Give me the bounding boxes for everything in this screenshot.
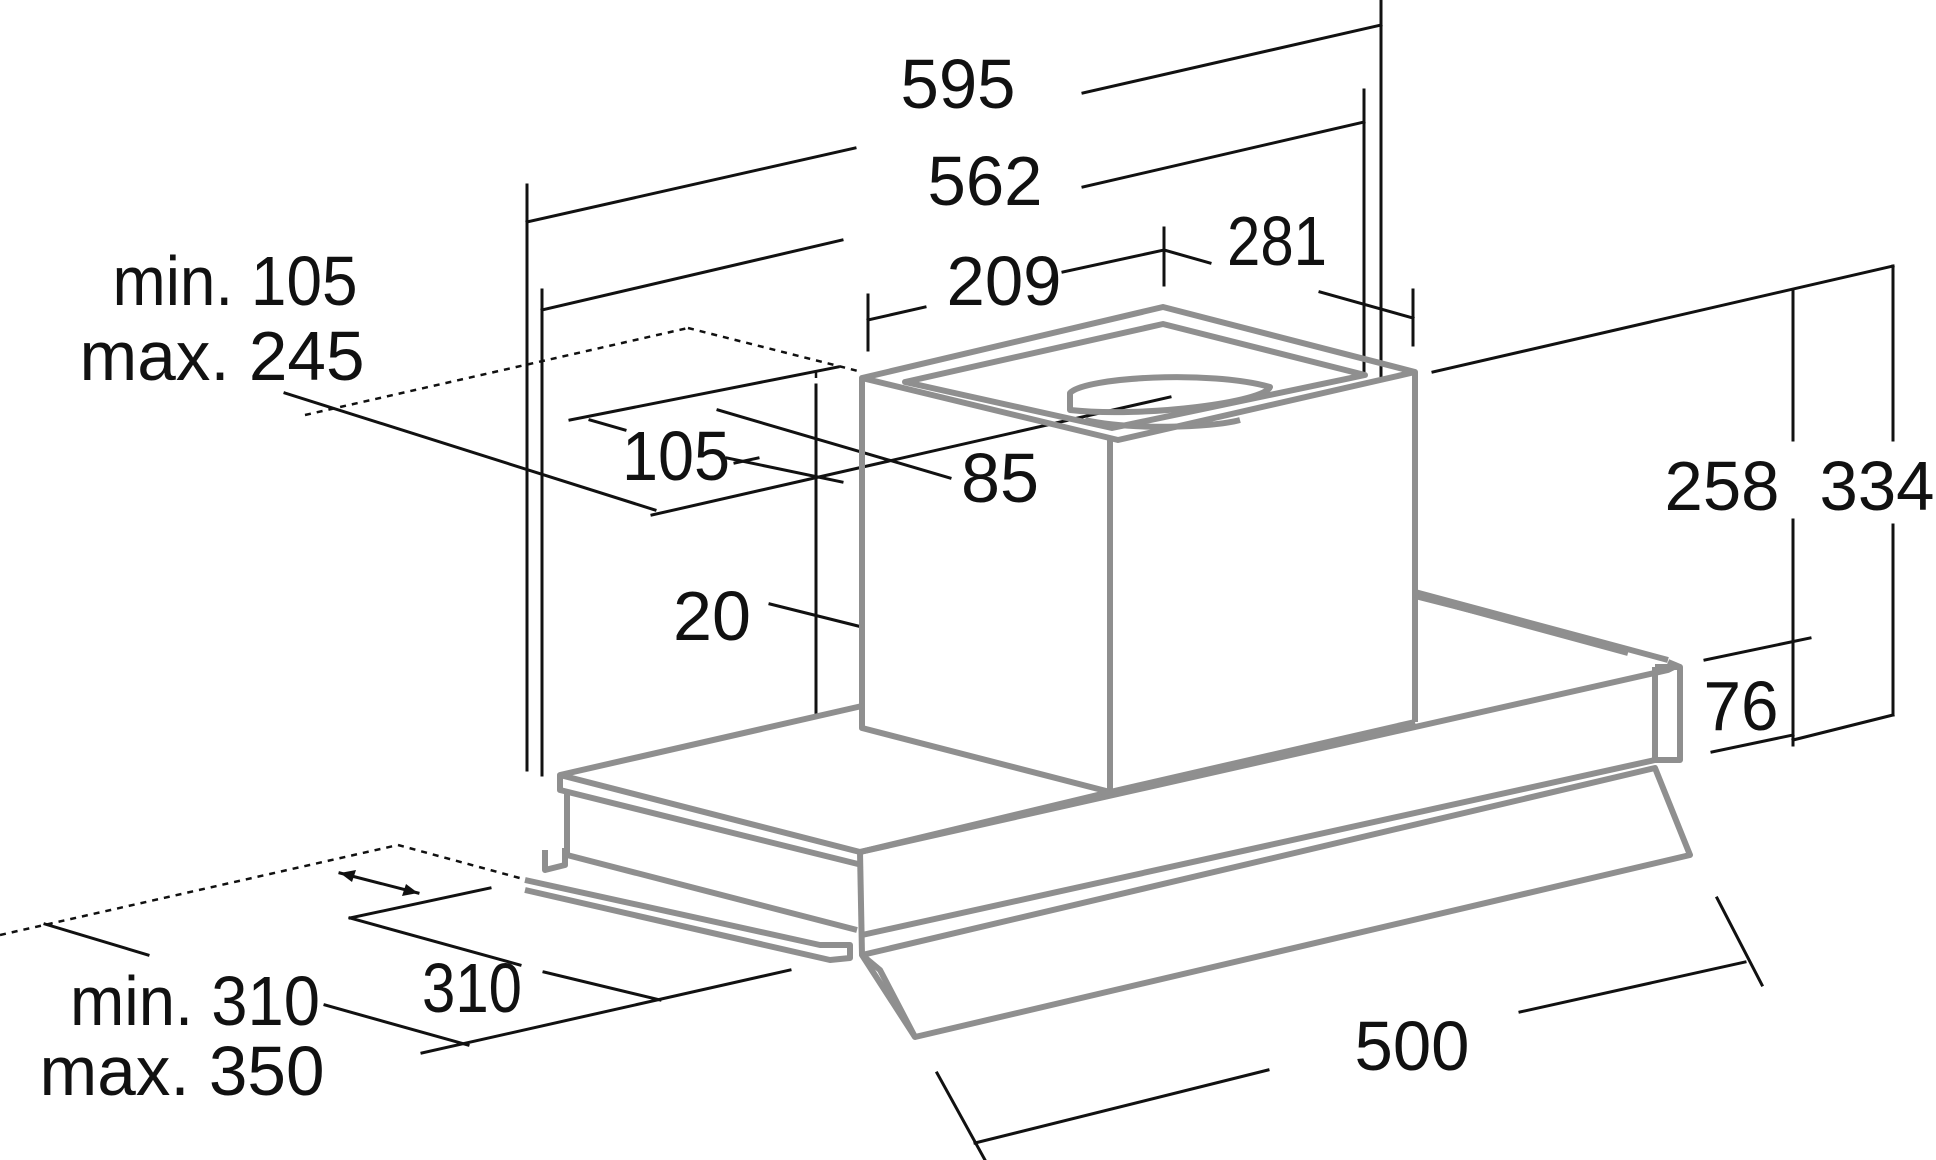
dimension-lines <box>43 0 1895 1160</box>
dim-label-562: 562 <box>928 142 1043 220</box>
dim-label-334: 334 <box>1820 447 1935 525</box>
dim-label-258: 258 <box>1665 447 1780 525</box>
dim-label-min-310: min. 310 <box>70 962 320 1040</box>
dim-label-209: 209 <box>947 242 1062 320</box>
dim-label-85: 85 <box>961 439 1039 517</box>
dimension-labels: 595 562 209 281 min. 105 max. 245 105 85… <box>40 45 1935 1110</box>
dim-label-max-350: max. 350 <box>40 1032 325 1110</box>
dim-label-281: 281 <box>1227 202 1327 280</box>
dim-label-76: 76 <box>1704 667 1779 745</box>
dim-label-310: 310 <box>422 949 522 1027</box>
dim-label-500: 500 <box>1355 1007 1470 1085</box>
dim-label-595: 595 <box>901 45 1016 123</box>
wall-reference-lines <box>0 326 863 937</box>
dim-label-min-105: min. 105 <box>113 242 358 320</box>
dim-label-20: 20 <box>673 577 751 655</box>
dim-label-105: 105 <box>622 417 730 495</box>
dim-label-max-245: max. 245 <box>80 317 365 395</box>
range-hood <box>524 304 1693 1040</box>
